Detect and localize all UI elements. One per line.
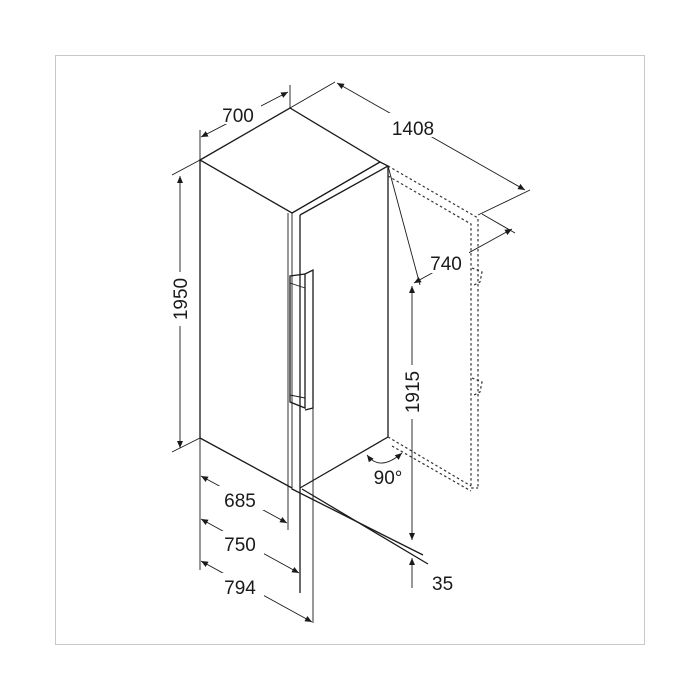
floor-line xyxy=(291,488,429,565)
dim-depth-handle: 794 xyxy=(224,578,256,599)
door-angle-label: 90° xyxy=(374,468,403,489)
dim-height: 1950 xyxy=(171,278,192,320)
dim-width-door-open: 1408 xyxy=(392,119,434,140)
dim-floor-gap: 35 xyxy=(432,574,453,595)
dim-depth-door: 750 xyxy=(224,535,256,556)
dim-door-clearance: 740 xyxy=(430,254,462,275)
door-handle xyxy=(289,268,314,411)
open-door-outline xyxy=(387,165,483,492)
fridge-body xyxy=(198,107,390,623)
dim-width: 700 xyxy=(222,106,254,127)
diagram-frame xyxy=(55,55,645,645)
dim-depth-body: 685 xyxy=(224,491,256,512)
dim-height-inner: 1915 xyxy=(403,371,424,413)
